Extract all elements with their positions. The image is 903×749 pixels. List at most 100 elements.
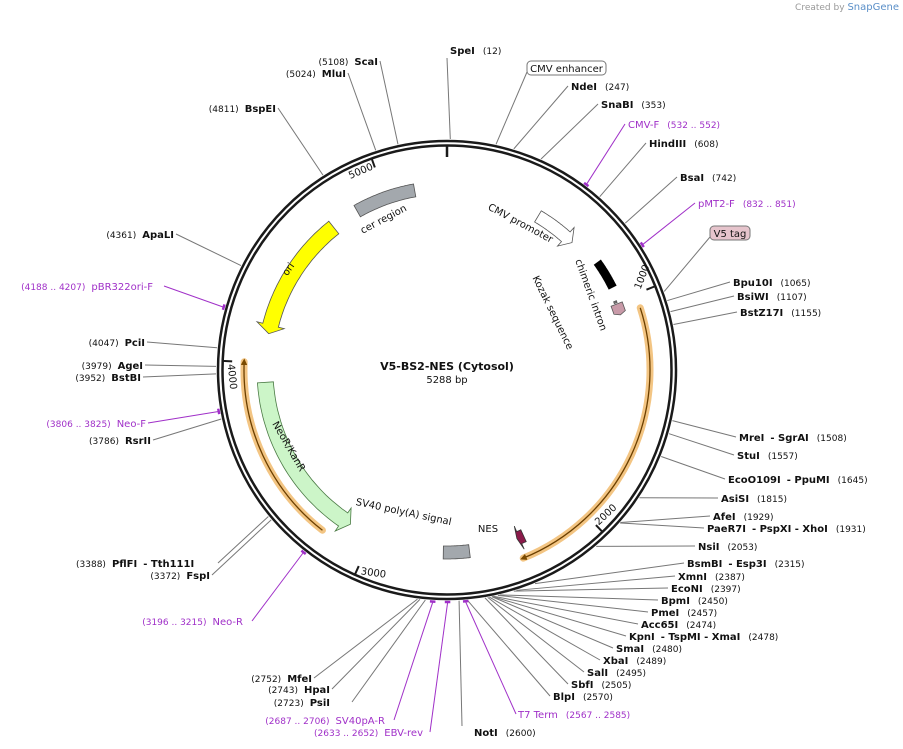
primer-pbr322ori-f[interactable]: (4188 .. 4207)pBR322ori-F [21,282,153,293]
callout-box [709,225,751,241]
primer-position: (2687 .. 2706) [265,717,329,727]
orf-arcs [240,304,654,562]
site-position: (1065) [781,279,811,289]
site-label-text: (3388)PflFI- Tth111I [76,559,194,570]
leader-line [163,285,223,308]
site-bstz17i[interactable]: BstZ17I(1155) [740,308,821,319]
site-label-text: (3952)BstBI [75,373,141,384]
site-rsrii[interactable]: (3786)RsrII [89,436,151,447]
site-name: PaeR7I [707,524,746,535]
site-label-text: AsiSI(1815) [721,494,787,505]
primer-ebv-rev[interactable]: (2633 .. 2652)EBV-rev [314,728,423,739]
tick-label: 4000 [225,364,239,390]
site-label-text: NsiI(2053) [698,542,757,553]
site-name: Bpu10I [733,278,773,289]
site-nsii[interactable]: NsiI(2053) [698,542,757,553]
primer-cmv-f[interactable]: CMV-F(532 .. 552) [628,120,720,131]
leader-line [513,587,669,592]
snapgene-watermark: Created by SnapGene [795,2,899,13]
site-stui[interactable]: StuI(1557) [737,451,798,462]
site-xbai[interactable]: XbaI(2489) [603,656,666,667]
site-hpai[interactable]: (2743)HpaI [268,685,330,696]
site-agei[interactable]: (3979)AgeI [82,361,143,372]
site-blpi[interactable]: BlpI(2570) [553,692,613,703]
feature-callout-v5-tag[interactable]: V5 tag [709,225,751,241]
primer-neo-f[interactable]: (3806 .. 3825)Neo-F [46,419,146,430]
site-label-text: BsiWI(1107) [737,292,807,303]
site-pcii[interactable]: (4047)PciI [89,338,145,349]
site-fspi[interactable]: (3372)FspI [150,571,210,582]
site-label-text: (3979)AgeI [82,361,143,372]
site-ecoo109i[interactable]: EcoO109I- PpuMI(1645) [728,475,868,486]
primer-name: pMT2-F [698,199,735,210]
site-bsai[interactable]: BsaI(742) [680,173,736,184]
leader-line [429,602,449,733]
site-name: BsaI [680,173,704,184]
site-mrei[interactable]: MreI- SgrAI(1508) [739,433,847,444]
site-spei[interactable]: SpeI(12) [450,46,501,57]
site-bpu10i[interactable]: Bpu10I (1065) [733,278,810,289]
primer-name: Neo-F [117,419,147,430]
site-bstbi[interactable]: (3952)BstBI [75,373,141,384]
site-scai[interactable]: (5108)ScaI [318,57,378,68]
leader-line [313,598,418,679]
site-label-text: (4811)BspEI [209,104,276,115]
site-position: (4361) [106,231,136,241]
site-ndei[interactable]: NdeI(247) [571,82,629,93]
site-label-text: KpnI- TspMI - XmaI(2478) [629,632,778,643]
primer-name: EBV-rev [384,728,423,739]
primer-pmt2-f[interactable]: pMT2-F(832 .. 851) [698,199,796,210]
site-position: (2495) [616,669,646,679]
site-label-text: (2633 .. 2652)EBV-rev [314,728,423,739]
site-sbfi[interactable]: SbfI(2505) [571,680,631,691]
feature-kozak-sequence [613,300,618,305]
site-afei[interactable]: AfeI(1929) [713,512,774,523]
site-pflfi[interactable]: (3388)PflFI- Tth111I [76,559,194,570]
site-label-text: HindIII(608) [649,139,718,150]
orf-highlight [519,304,654,562]
site-position: (4811) [209,105,239,115]
site-name-extra: - PpuMI [787,475,830,486]
primer-position: (2567 .. 2585) [566,711,630,721]
site-pmei[interactable]: PmeI(2457) [651,608,717,619]
site-snabi[interactable]: SnaBI(353) [601,100,666,111]
site-label-text: (5024)MluI [286,69,346,80]
site-paer7i[interactable]: PaeR7I- PspXI - XhoI(1931) [707,524,866,535]
tick-label: 1000 [633,263,652,291]
primer-binding-mark [300,549,307,556]
site-name-extra: - TspMI - XmaI [661,632,741,643]
site-position: (247) [605,83,629,93]
site-apali[interactable]: (4361)ApaLI [106,230,174,241]
orf-arrow [520,307,651,560]
site-acc65i[interactable]: Acc65I(2474) [641,620,716,631]
site-name: XmnI [678,572,707,583]
site-smai[interactable]: SmaI(2480) [616,644,682,655]
leader-line [211,519,272,576]
site-notI[interactable]: NotI(2600) [474,728,536,739]
primer-t7-term[interactable]: T7 Term(2567 .. 2585) [517,710,630,721]
site-kpni[interactable]: KpnI- TspMI - XmaI(2478) [629,632,778,643]
site-asisi[interactable]: AsiSI(1815) [721,494,787,505]
site-xmni[interactable]: XmnI(2387) [678,572,745,583]
site-name: NotI [474,728,498,739]
site-psii[interactable]: (2723)PsiI [274,698,330,709]
site-bspei[interactable]: (4811)BspEI [209,104,276,115]
primer-sv40pa-r[interactable]: (2687 .. 2706)SV40pA-R [265,716,385,727]
site-name: MluI [322,69,346,80]
site-label-text: SmaI(2480) [616,644,682,655]
site-sali[interactable]: SalI(2495) [587,668,646,679]
site-position: (1815) [757,495,787,505]
primer-neo-r[interactable]: (3196 .. 3215)Neo-R [142,617,243,628]
site-label-text: pMT2-F(832 .. 851) [698,199,796,210]
site-mlui[interactable]: (5024)MluI [286,69,346,80]
site-bpmi[interactable]: BpmI(2450) [661,596,728,607]
site-mfei[interactable]: (2752)MfeI [251,674,312,685]
leader-line [484,597,569,685]
site-position: (608) [694,140,718,150]
feature-callout-cmv-enhancer[interactable]: CMV enhancer [526,60,607,76]
site-econi[interactable]: EcoNI(2397) [671,584,741,595]
site-hindiii[interactable]: HindIII(608) [649,139,718,150]
site-bsiwi[interactable]: BsiWI(1107) [737,292,807,303]
site-bsmbi[interactable]: BsmBI- Esp3I(2315) [687,559,805,570]
